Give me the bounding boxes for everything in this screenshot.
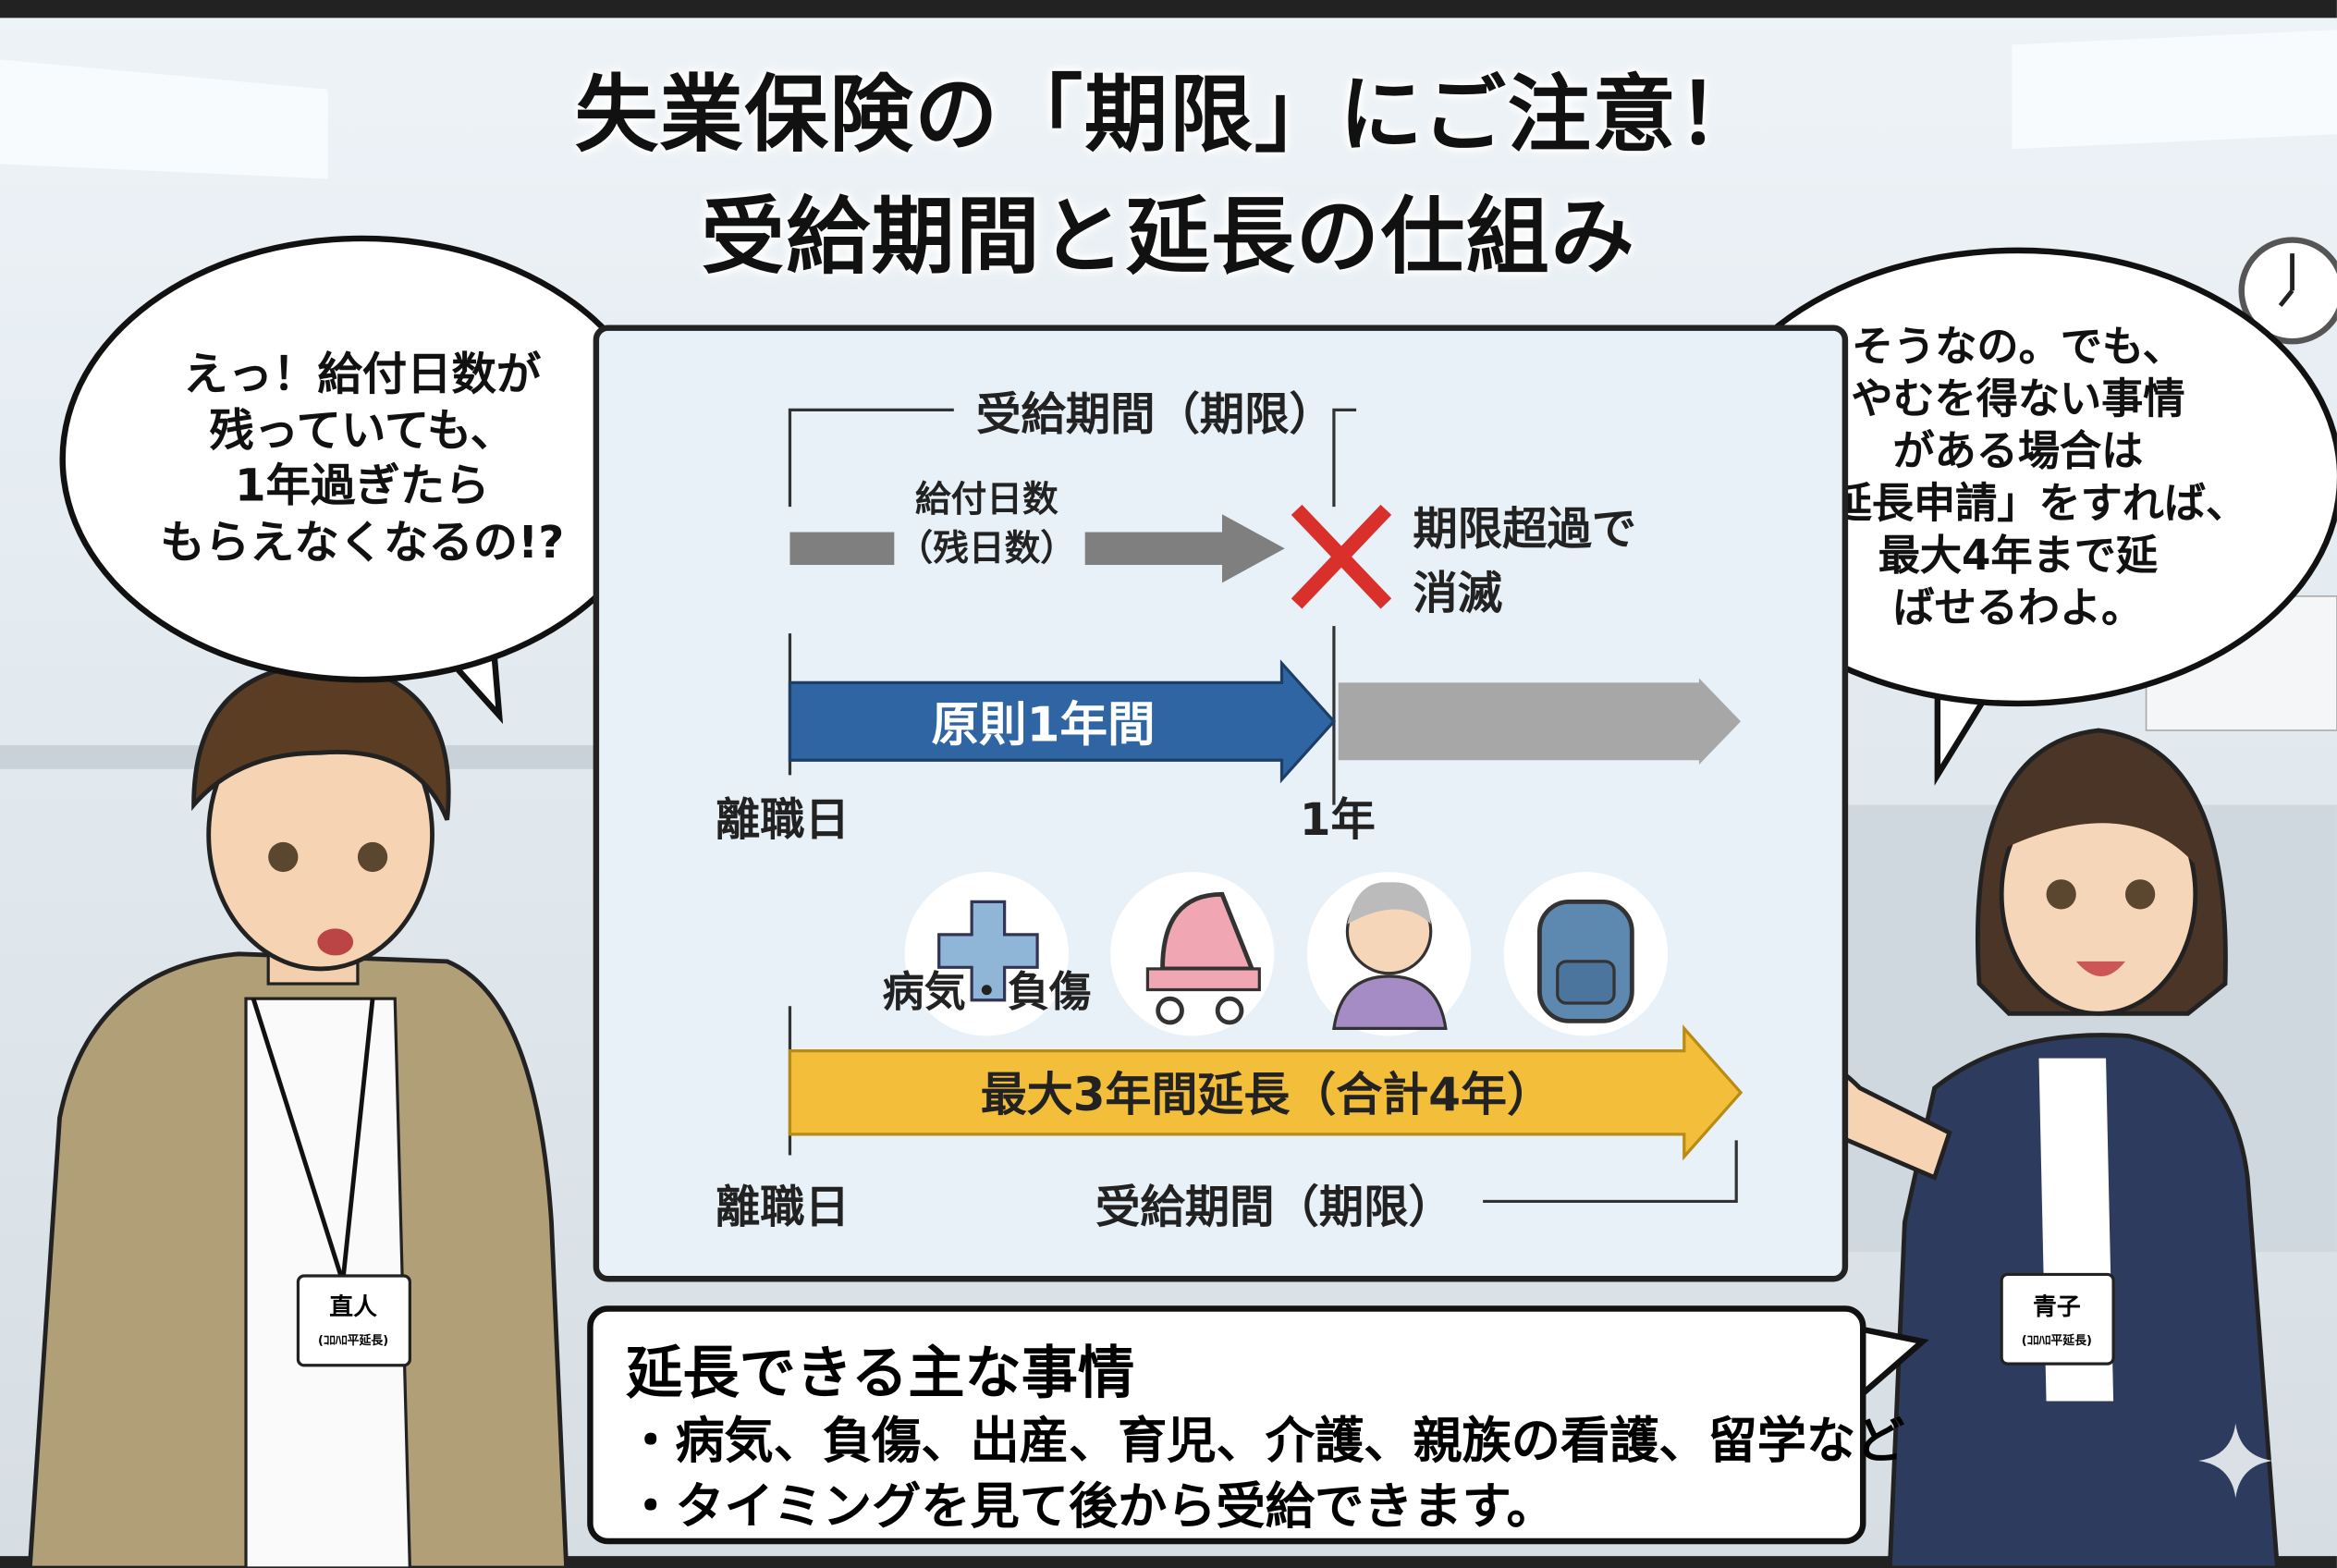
stroller-icon: [1110, 872, 1275, 1036]
title-line-1: 失業保険の「期限」にご注意！: [574, 67, 1763, 165]
extension-gray-arrow: [1338, 678, 1742, 766]
sparkle-icon: [2197, 1423, 2273, 1499]
principle-label: 原則1年間: [931, 697, 1155, 753]
benefit-days-bar: [789, 532, 895, 566]
benefit-days-label: 給付日数: [915, 479, 1058, 521]
expired-x-icon: [1291, 504, 1392, 609]
remaining-days-label: （残日数）: [898, 528, 1076, 570]
wall-clock-icon: [2238, 237, 2337, 345]
principle-one-year-arrow: [788, 659, 1337, 784]
title-line-2: 受給期間と延長の仕組み: [701, 189, 1636, 287]
reason-item: ・病気、負傷、出産、育児、介護、親族の看護、留学など: [626, 1411, 1905, 1470]
bubble-line: 残っていても、: [209, 404, 516, 458]
woman-badge-sub: (ｺﾛﾊﾛ平延長): [2022, 1333, 2092, 1348]
bubble-line: 最大4年まで延: [1878, 530, 2159, 581]
one-year-label: 1年: [1300, 794, 1376, 846]
bubble-line: 「延長申請」をすれば、: [1788, 478, 2248, 528]
expired-label-2: 消滅: [1413, 568, 1502, 619]
man-badge-sub: (ｺﾛﾊﾛ平延長): [318, 1333, 388, 1348]
man-speech-bubble: えっ！給付日数が 残っていても、 1年過ぎたら もらえなくなるの!?: [59, 235, 666, 683]
medical-cross-icon: [904, 872, 1069, 1036]
benefit-days-arrow: [1084, 532, 1223, 566]
max-extension-arrow: [788, 1024, 1744, 1161]
bubble-line: ばせるわよ。: [1892, 582, 2144, 632]
man-character: 直人 (ｺﾛﾊﾛ平延長): [27, 661, 569, 1568]
reasons-heading: 延長できる主な事情: [626, 1340, 1135, 1406]
bubble-line: えっ！給付日数が: [183, 349, 542, 401]
bubble-line: もらえなくなるの!?: [160, 516, 565, 570]
woman-name-badge: 青子: [2033, 1293, 2081, 1321]
bubble-line: そうなの。でも、: [1852, 322, 2184, 372]
extension-reasons-box: 延長できる主な事情 ・病気、負傷、出産、育児、介護、親族の看護、留学など ・タイ…: [587, 1305, 1904, 1545]
period-label: 受給期間（期限）: [976, 388, 1334, 440]
man-name-badge: 直人: [329, 1293, 377, 1321]
bubble-line: 1年過ぎたら: [235, 460, 490, 513]
illness-label: 病気・負傷: [882, 967, 1091, 1016]
bubble-line: がある場合は: [1892, 426, 2144, 476]
separation-day-label: 離職日: [716, 794, 850, 846]
bubble-line: やむを得ない事情: [1851, 374, 2185, 423]
reason-item: ・タイミングを見て後から受給できます。: [626, 1476, 1556, 1536]
expired-label-1: 期限超過で: [1413, 503, 1636, 555]
backpack-icon: [1503, 872, 1669, 1036]
elderly-person-icon: [1306, 872, 1472, 1036]
separation-day-label-2: 離職日: [716, 1182, 850, 1233]
period-label-2: 受給期間（期限）: [1095, 1182, 1453, 1233]
extension-label: 最大3年間延長（合計4年）: [981, 1068, 1553, 1121]
